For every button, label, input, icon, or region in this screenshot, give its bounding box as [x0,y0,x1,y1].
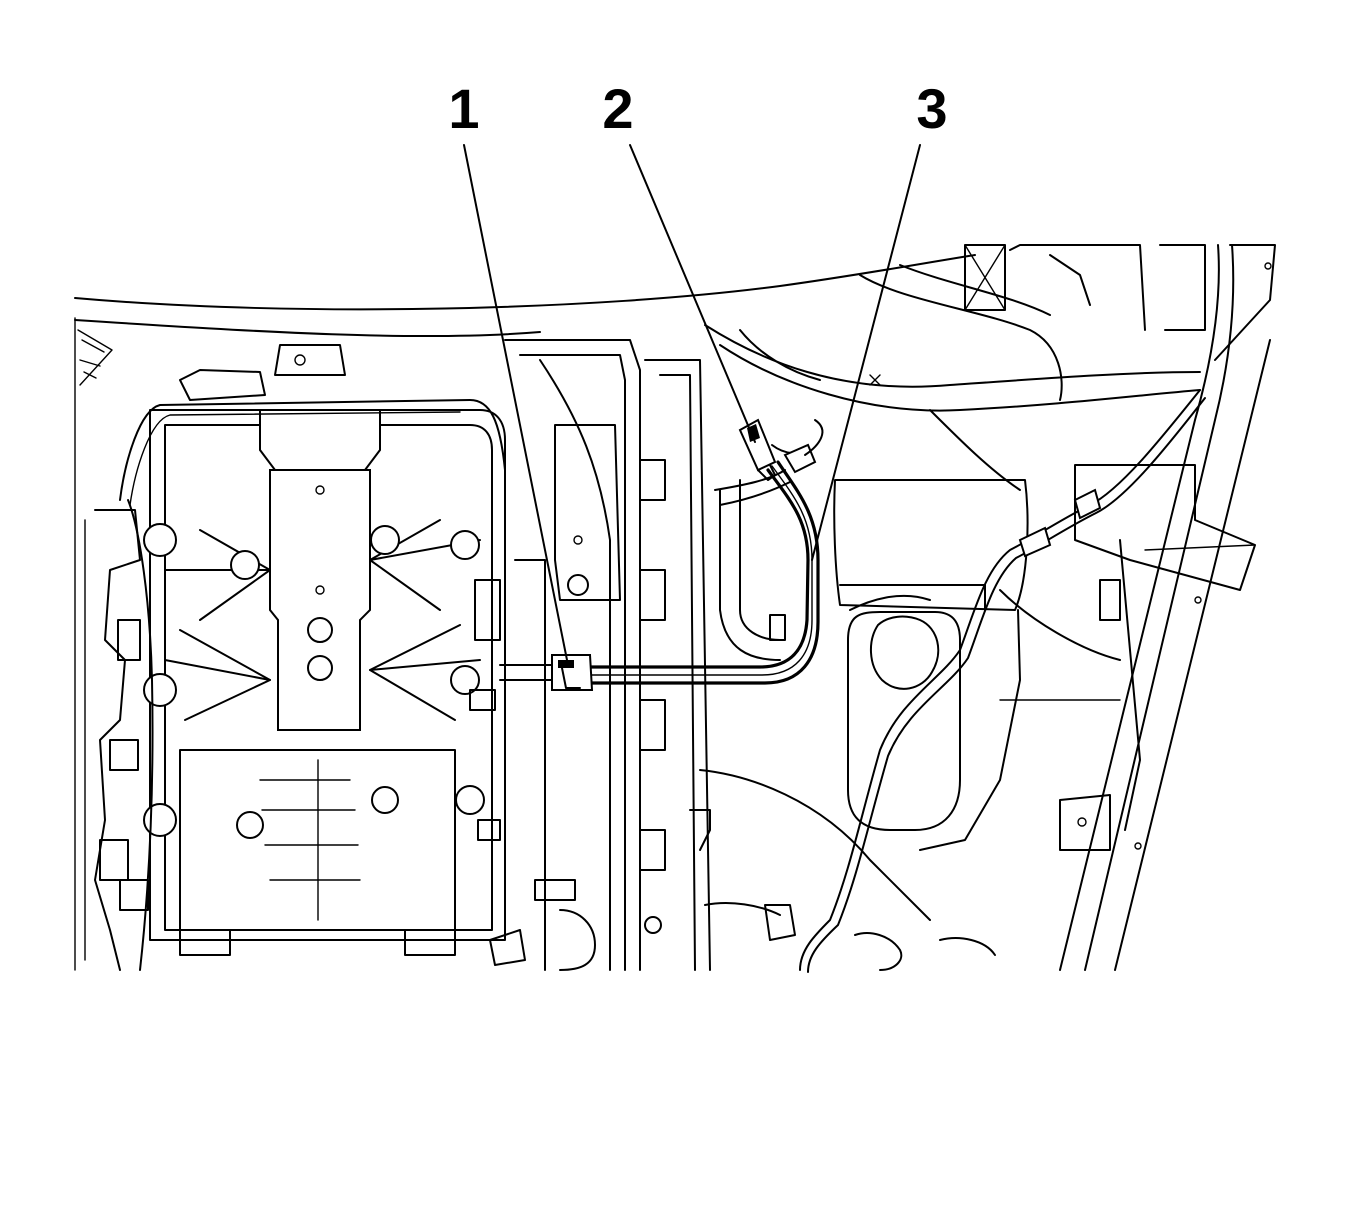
callout-3: 3 [811,77,948,561]
callout-1-number: 1 [448,77,479,140]
left-wiring-harness [84,399,506,971]
callout-3-number: 3 [916,77,947,140]
highlighted-hose-assembly [499,418,824,691]
right-side-structure [964,244,1276,971]
callout-2-leader-line [629,144,756,443]
callout-1-leader-line [463,144,568,661]
upper-panel-and-hood-line [74,254,976,971]
callout-1: 1 [448,77,568,661]
callout-3-leader-line [811,144,921,561]
callout-2: 2 [602,77,756,443]
left-engine-cover [143,344,506,956]
right-sensor-wire [799,389,1206,973]
upper-hoses [704,264,1201,491]
center-radiator-and-bracket [469,339,996,971]
callout-2-number: 2 [602,77,633,140]
